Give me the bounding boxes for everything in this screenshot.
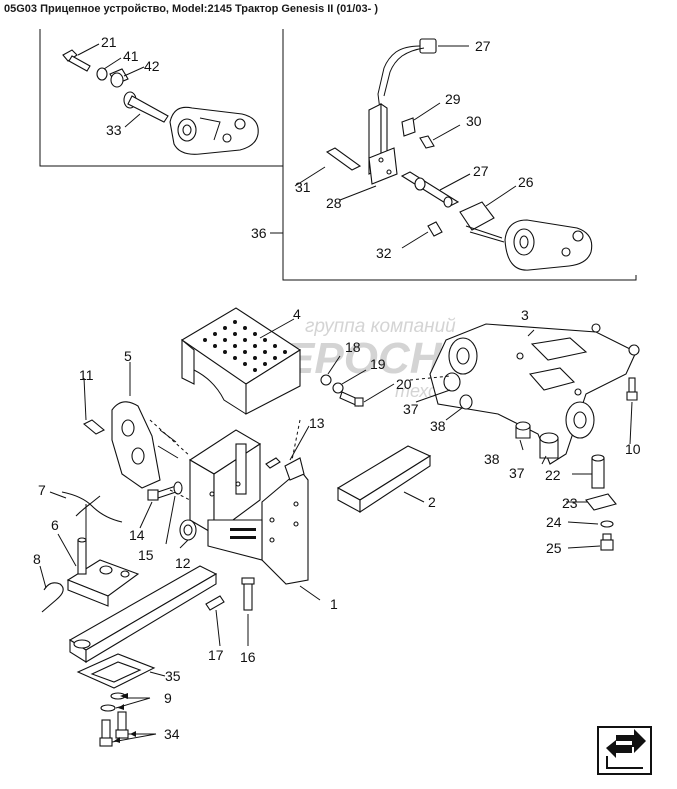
- next-page-arrow-icon[interactable]: [597, 726, 652, 775]
- side-bracket-5-icon: [111, 401, 179, 489]
- ring-pin-12-icon: [179, 519, 197, 541]
- washer-9b-icon: [100, 704, 116, 712]
- watermark-line1: группа компаний: [305, 316, 456, 337]
- callout-27-top: 27: [475, 38, 491, 54]
- callout-11: 11: [79, 367, 94, 383]
- bushing-38-lower-icon: [515, 421, 531, 439]
- callout-33: 33: [106, 122, 122, 138]
- callout-9: 9: [164, 690, 172, 706]
- callout-14: 14: [129, 527, 145, 543]
- callout-22: 22: [545, 467, 561, 483]
- bolt-25-icon: [600, 533, 614, 551]
- callout-26: 26: [518, 174, 534, 190]
- bushing-37-lower-icon: [539, 432, 559, 459]
- callout-20: 20: [396, 376, 412, 392]
- callout-6: 6: [51, 517, 59, 533]
- callout-10: 10: [625, 441, 641, 457]
- callout-1: 1: [330, 596, 338, 612]
- bolt-20-icon: [339, 391, 364, 407]
- bolt-21-icon: [62, 49, 91, 72]
- callout-labels: 21 41 42 33 27 29 30 31 27 28 26 36 32 4…: [33, 34, 641, 742]
- callout-7: 7: [38, 482, 46, 498]
- bushing-37-upper-icon: [443, 372, 461, 392]
- callout-28: 28: [326, 195, 342, 211]
- plate-26-icon: [459, 201, 495, 231]
- washer-41-icon: [96, 67, 108, 81]
- pin-22-icon: [591, 454, 605, 489]
- callout-30: 30: [466, 113, 482, 129]
- callout-25: 25: [546, 540, 562, 556]
- callout-24: 24: [546, 514, 562, 530]
- callout-35: 35: [165, 668, 181, 684]
- inset-frames: [39, 29, 637, 281]
- callout-16: 16: [240, 649, 256, 665]
- main-hitch-assembly: [39, 307, 640, 747]
- bolt-14-icon: [147, 485, 177, 501]
- bolt-34a-icon: [99, 719, 113, 747]
- plate-23-icon: [585, 493, 617, 511]
- callout-19: 19: [370, 356, 386, 372]
- hitch-bracket-sensor-icon: [465, 219, 593, 271]
- sensor-rod-27-icon: [400, 171, 460, 208]
- drawbar-guide-2-icon: [336, 445, 432, 514]
- callout-3: 3: [521, 307, 529, 323]
- washer-15-icon: [173, 481, 183, 495]
- callout-4: 4: [293, 306, 301, 322]
- bolt-33-icon: [123, 91, 169, 123]
- bolt-16-icon: [241, 577, 255, 611]
- callout-27-rod: 27: [473, 163, 489, 179]
- inset-hitch-eye-detail: [62, 43, 259, 155]
- spacer-42-icon: [109, 68, 129, 88]
- callout-17: 17: [208, 647, 224, 663]
- callout-5: 5: [124, 348, 132, 364]
- callout-34: 34: [164, 726, 180, 742]
- callout-42: 42: [144, 58, 160, 74]
- callout-2: 2: [428, 494, 436, 510]
- callout-41: 41: [123, 48, 139, 64]
- step-plate-4-icon: [180, 307, 302, 415]
- callout-15: 15: [138, 547, 154, 563]
- callout-8: 8: [33, 551, 41, 567]
- bolt-31-icon: [325, 147, 362, 171]
- bolt-10-icon: [626, 377, 638, 401]
- hitch-handle-7-icon: [61, 491, 123, 540]
- callout-38-lower: 38: [484, 451, 500, 467]
- callout-29: 29: [445, 91, 461, 107]
- page-title: 05G03 Прицепное устройство, Model:2145 Т…: [4, 3, 378, 15]
- callout-12: 12: [175, 555, 191, 571]
- callout-37-lower: 37: [509, 465, 525, 481]
- plate-35-icon: [76, 653, 156, 689]
- callout-38-upper: 38: [430, 418, 446, 434]
- callout-36: 36: [251, 225, 267, 241]
- washer-18-icon: [320, 374, 332, 386]
- bushing-38-upper-icon: [459, 394, 473, 410]
- callout-23: 23: [562, 495, 578, 511]
- bolt-11-icon: [83, 419, 105, 435]
- washer-19-icon: [332, 382, 344, 394]
- hitch-pin-6-icon: [77, 537, 87, 575]
- callout-18: 18: [345, 339, 361, 355]
- bolt-34b-icon: [115, 711, 129, 739]
- callout-32: 32: [376, 245, 392, 261]
- main-frame-1-icon: [188, 429, 309, 585]
- clevis-icon: [66, 559, 140, 607]
- clip-8-icon: [41, 582, 64, 613]
- pin-17-icon: [205, 595, 225, 611]
- callout-31: 31: [295, 179, 311, 195]
- bolt-30-icon: [419, 135, 435, 149]
- hitch-bracket-inset-icon: [169, 106, 259, 155]
- connector-27-icon: [377, 38, 437, 111]
- pin-13-icon: [265, 457, 281, 469]
- frame-3-icon: [429, 323, 640, 465]
- callout-37-upper: 37: [403, 401, 419, 417]
- bolt-32-icon: [427, 221, 443, 237]
- sensor-mount-28-icon: [368, 102, 398, 185]
- drawbar-6-icon: [68, 565, 218, 663]
- clip-29-icon: [401, 117, 416, 137]
- callout-21: 21: [101, 34, 117, 50]
- inset-sensor-detail: [270, 38, 593, 271]
- washer-24-icon: [600, 520, 614, 528]
- callout-13: 13: [309, 415, 325, 431]
